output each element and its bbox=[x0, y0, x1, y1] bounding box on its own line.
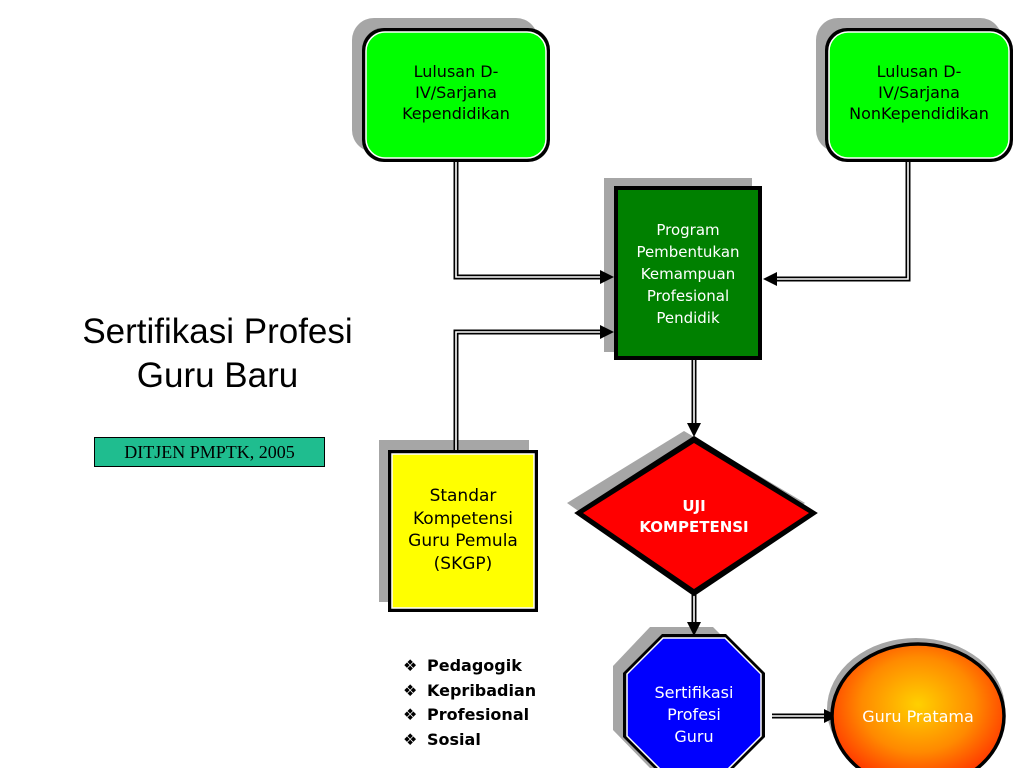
node-label-line: Standar bbox=[429, 486, 497, 506]
competency-label: Kepribadian bbox=[427, 680, 537, 700]
node-label-line: (SKGP) bbox=[433, 553, 493, 574]
node-label-line: Lulusan D- bbox=[876, 62, 962, 81]
node-label-line: Pembentukan bbox=[636, 243, 740, 261]
diamond-bullet-icon: ❖ bbox=[403, 729, 418, 749]
source-credit: DITJEN PMPTK, 2005 bbox=[94, 437, 325, 467]
competency-label: Sosial bbox=[427, 729, 481, 749]
competency-label: Pedagogik bbox=[427, 656, 522, 675]
node-certification bbox=[623, 634, 765, 768]
node-standard-label: Standar Kompetensi Guru Pemula (SKGP) bbox=[392, 485, 534, 575]
connector-graduate-non-education-to-program bbox=[763, 160, 911, 286]
node-label-line: IV/Sarjana bbox=[415, 83, 497, 102]
node-label-line: Guru Pratama bbox=[862, 707, 974, 726]
node-certification-label: Sertifikasi Profesi Guru bbox=[627, 682, 761, 748]
node-label-line: KOMPETENSI bbox=[639, 518, 749, 536]
node-program bbox=[614, 186, 762, 360]
node-graduate-non-education-label: Lulusan D- IV/Sarjana NonKependidikan bbox=[829, 61, 1009, 124]
node-graduate-education-label: Lulusan D- IV/Sarjana Kependidikan bbox=[366, 61, 546, 124]
connector-certification-to-result bbox=[772, 709, 838, 723]
node-standard bbox=[388, 450, 538, 612]
list-item: ❖ Kepribadian bbox=[403, 679, 536, 704]
connector-graduate-education-to-program bbox=[453, 160, 614, 284]
node-label-line: Lulusan D- bbox=[413, 62, 499, 81]
diamond-bullet-icon: ❖ bbox=[403, 656, 418, 675]
connector-program-to-exam bbox=[687, 360, 701, 437]
node-label-line: Profesional bbox=[646, 287, 730, 305]
node-label-line: Program bbox=[656, 221, 720, 239]
node-exam bbox=[574, 435, 818, 597]
node-label-line: Kompetensi bbox=[413, 508, 513, 529]
competency-list: ❖ Pedagogik ❖ Kepribadian ❖ Profesional ❖ So… bbox=[403, 654, 536, 752]
competency-label: Profesional bbox=[427, 705, 530, 724]
node-graduate-non-education bbox=[825, 28, 1013, 162]
node-label-line: NonKependidikan bbox=[849, 104, 989, 123]
connector-exam-to-certification bbox=[687, 594, 701, 636]
connector-standard-to-program bbox=[453, 325, 614, 450]
node-result-label: Guru Pratama bbox=[838, 706, 998, 727]
node-label-line: IV/Sarjana bbox=[878, 83, 960, 102]
title-line: Sertifikasi Profesi bbox=[82, 312, 353, 351]
list-item: ❖ Profesional bbox=[403, 703, 536, 728]
node-result bbox=[830, 642, 1006, 768]
node-graduate-education bbox=[362, 28, 550, 162]
node-label-line: Guru Pemula bbox=[408, 531, 518, 551]
diamond-bullet-icon: ❖ bbox=[403, 680, 418, 700]
node-label-line: Sertifikasi bbox=[654, 683, 734, 702]
title-line: Guru Baru bbox=[136, 356, 299, 395]
node-program-label: Program Pembentukan Kemampuan Profesiona… bbox=[618, 219, 758, 329]
node-label-line: Guru bbox=[674, 727, 714, 746]
node-label-line: Pendidik bbox=[656, 309, 720, 327]
diamond-bullet-icon: ❖ bbox=[403, 705, 418, 724]
node-label-line: Kemampuan bbox=[640, 265, 736, 283]
node-exam-label: UJI KOMPETENSI bbox=[614, 496, 774, 538]
list-item: ❖ Pedagogik bbox=[403, 654, 536, 679]
node-label-line: Profesi bbox=[667, 705, 721, 724]
list-item: ❖ Sosial bbox=[403, 728, 536, 753]
diagram-title: Sertifikasi Profesi Guru Baru bbox=[40, 310, 395, 398]
node-label-line: UJI bbox=[682, 497, 706, 515]
node-label-line: Kependidikan bbox=[402, 104, 510, 123]
